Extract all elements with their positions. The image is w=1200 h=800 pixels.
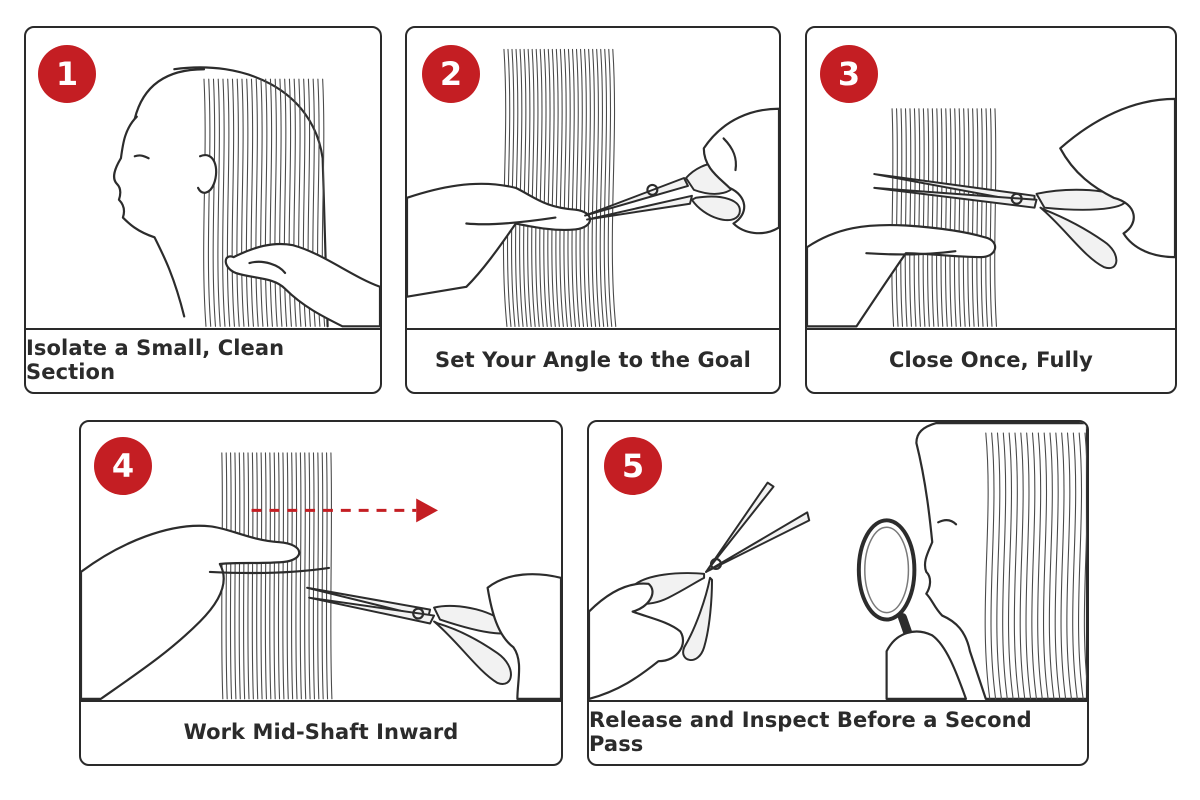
step-1-panel: Isolate a Small, Clean Section (24, 26, 382, 394)
angled-scissors-illustration (407, 48, 779, 327)
step-4-badge: 4 (94, 437, 152, 495)
step-1-illustration (26, 28, 380, 330)
step-5-illustration (589, 422, 1087, 702)
step-3-caption: Close Once, Fully (889, 348, 1093, 372)
step-2-badge: 2 (422, 45, 480, 103)
step-3-badge: 3 (820, 45, 878, 103)
release-and-inspect-illustration (589, 422, 1087, 700)
step-5-badge: 5 (604, 437, 662, 495)
open-scissors-blade-2 (705, 511, 811, 573)
step-2-caption: Set Your Angle to the Goal (435, 348, 751, 372)
step-3-panel: Close Once, Fully (805, 26, 1177, 394)
step-5-panel: Release and Inspect Before a Second Pass (587, 420, 1089, 766)
mid-shaft-cutting-illustration (81, 452, 561, 700)
step-1-badge: 1 (38, 45, 96, 103)
step-4-caption: Work Mid-Shaft Inward (183, 720, 459, 744)
step-3-illustration (807, 28, 1175, 330)
closed-scissors-illustration (807, 97, 1175, 328)
step-1-caption: Isolate a Small, Clean Section (26, 336, 285, 384)
direction-arrowhead (416, 498, 439, 523)
open-scissors-blade-1 (705, 481, 775, 573)
head-profile-sectioning-illustration (112, 66, 380, 328)
step-2-illustration (407, 28, 779, 330)
magnifying-glass (856, 518, 917, 622)
step-5-caption: Release and Inspect Before a Second Pass (589, 708, 1032, 756)
step-4-panel: Work Mid-Shaft Inward (79, 420, 563, 766)
step-4-illustration (81, 422, 561, 702)
